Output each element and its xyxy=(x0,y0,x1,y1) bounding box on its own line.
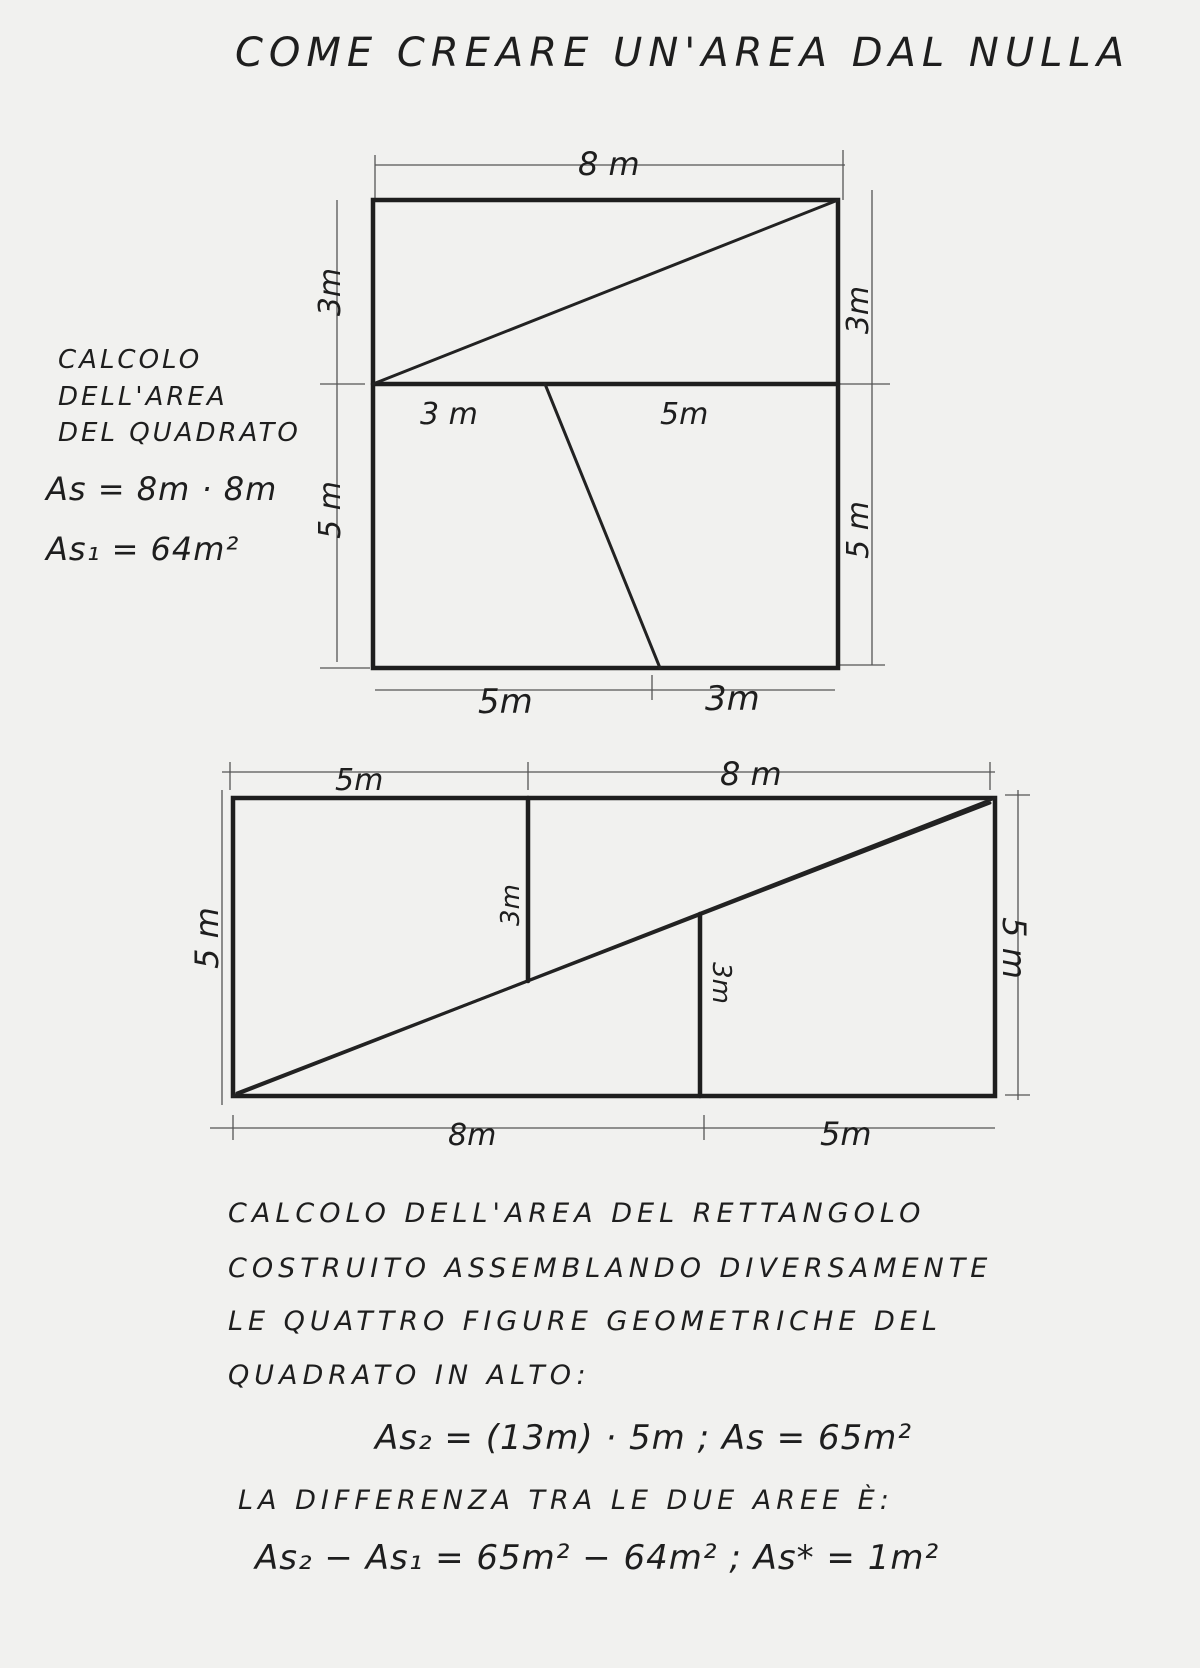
rect-label-inner-upper: 3m xyxy=(496,884,526,926)
difference-formula: As₂ − As₁ = 65m² − 64m² ; As* = 1m² xyxy=(255,1538,940,1578)
square-label-left-lower: 5 m xyxy=(313,481,348,539)
rect-label-top-right: 8 m xyxy=(720,755,782,793)
square-label-bottom-right: 3m xyxy=(705,679,760,719)
square-label-inner-right: 5m xyxy=(660,397,708,432)
rect-label-bottom-right: 5m xyxy=(820,1115,872,1153)
square-figure: 8 m 3m 5 m 3m 5 m 3 m 5m 5m 3m xyxy=(313,145,890,722)
square-label-inner-left: 3 m xyxy=(420,397,478,432)
difference-intro: LA DIFFERENZA TRA LE DUE AREE È: xyxy=(238,1485,894,1516)
notes-line-1: CALCOLO DELL'AREA DEL RETTANGOLO xyxy=(228,1198,926,1229)
square-label-left-upper: 3m xyxy=(313,268,348,316)
square-diagonal xyxy=(371,198,840,386)
square-note-line-3: DEL QUADRATO xyxy=(58,418,301,448)
rect-label-right: 5 m xyxy=(995,917,1033,979)
rectangle-area-formula: As₂ = (13m) · 5m ; As = 65m² xyxy=(375,1418,912,1458)
rectangle-figure: 5m 8 m 5 m 5 m 3m 3m 8m 5m xyxy=(188,755,1033,1153)
square-trapezoid-cut xyxy=(543,382,662,670)
square-note-line-1: CALCOLO xyxy=(58,345,203,375)
rect-label-inner-lower: 3m xyxy=(706,962,736,1004)
square-label-bottom-left: 5m xyxy=(478,682,533,722)
square-outline xyxy=(370,197,841,671)
page-title: COME CREARE UN'AREA DAL NULLA xyxy=(235,30,1131,76)
square-note-line-2: DELL'AREA xyxy=(58,382,228,412)
rect-label-top-left: 5m xyxy=(335,763,383,798)
square-formula-1: As = 8m · 8m xyxy=(46,470,278,508)
rectangle-diagonal-second-stroke xyxy=(235,801,992,1095)
notes-line-3: LE QUATTRO FIGURE GEOMETRICHE DEL xyxy=(228,1306,942,1337)
notes-line-4: QUADRATO IN ALTO: xyxy=(228,1360,591,1391)
rectangle-outline xyxy=(230,795,998,1099)
rect-label-bottom-left: 8m xyxy=(448,1118,496,1153)
square-label-top: 8 m xyxy=(578,145,640,183)
notes-line-2: COSTRUITO ASSEMBLANDO DIVERSAMENTE xyxy=(228,1253,993,1284)
square-formula-2: As₁ = 64m² xyxy=(46,530,240,568)
square-label-right-upper: 3m xyxy=(841,286,876,334)
square-label-right-lower: 5 m xyxy=(841,501,876,559)
rect-label-left: 5 m xyxy=(188,907,226,969)
